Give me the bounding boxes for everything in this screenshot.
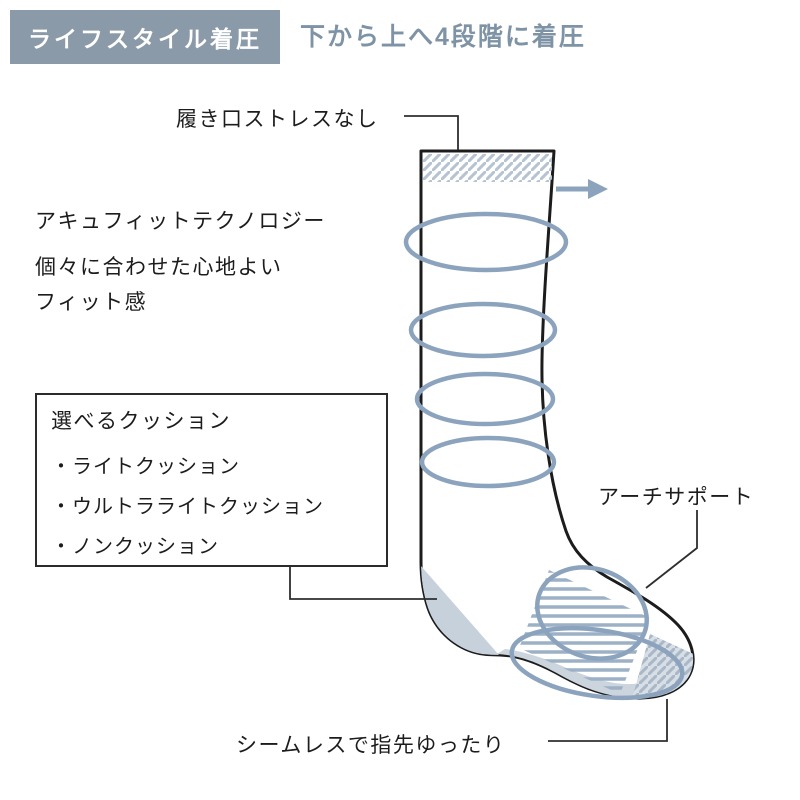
arrow-right-icon — [556, 179, 608, 199]
cushion-box-title: 選べるクッション — [51, 410, 231, 433]
cushion-item-ultralight: ・ウルトラライトクッション — [51, 496, 324, 518]
tech-text-line-1: アキュフィットテクノロジー — [35, 210, 326, 233]
compression-band-1 — [403, 211, 569, 273]
arch-band-ellipse — [535, 565, 649, 661]
toe-annotation: シームレスで指先ゆったり — [236, 734, 506, 757]
toe-band-ellipse — [509, 625, 685, 701]
lifestyle-compression-badge: ライフスタイル着圧 — [10, 10, 280, 64]
leader-line-cuff — [404, 115, 459, 150]
arch-support-hatch — [519, 570, 650, 694]
toe-hatch — [632, 634, 694, 699]
compression-band-2 — [408, 301, 558, 359]
cushion-item-non: ・ノンクッション — [51, 536, 219, 558]
cuff-annotation: 履き口ストレスなし — [176, 108, 379, 131]
heel-shade — [421, 566, 499, 656]
tech-text-line-2: 個々に合わせた心地よい — [35, 256, 283, 279]
compression-band-3 — [414, 371, 556, 427]
compression-band-4 — [419, 435, 557, 489]
leader-line-toe — [548, 699, 668, 742]
leader-line-arch — [645, 510, 698, 589]
cuff-hatch — [423, 154, 552, 182]
cushion-item-light: ・ライトクッション — [51, 456, 240, 478]
leader-line-cushion — [289, 567, 437, 600]
cushion-options-box: 選べるクッション ・ライトクッション ・ウルトラライトクッション ・ノンクッショ… — [35, 393, 388, 567]
tech-text-line-3: フィット感 — [35, 291, 148, 314]
page-title: 下から上へ4段階に着圧 — [300, 23, 586, 51]
arch-annotation: アーチサポート — [598, 486, 755, 509]
